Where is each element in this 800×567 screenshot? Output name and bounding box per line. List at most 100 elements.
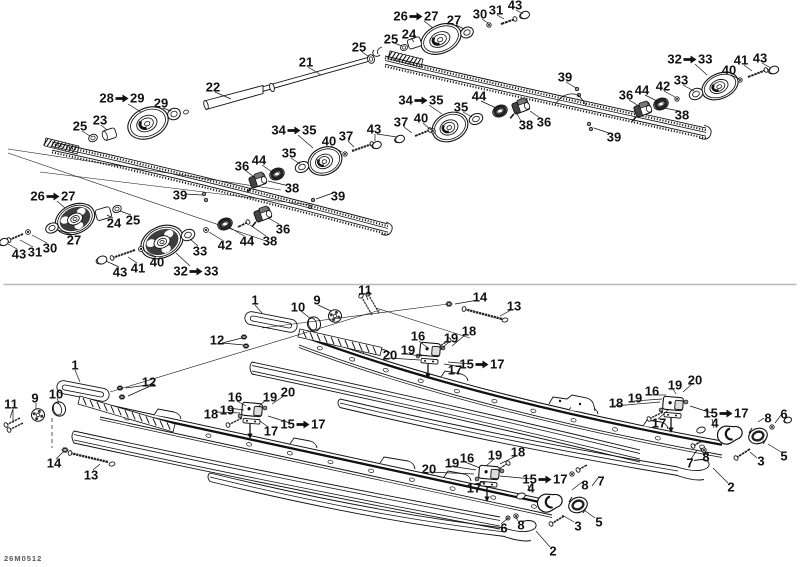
svg-text:33: 33: [204, 264, 218, 279]
svg-text:32: 32: [667, 52, 681, 67]
svg-text:25: 25: [384, 32, 398, 47]
svg-text:11: 11: [358, 283, 372, 298]
svg-text:7: 7: [686, 456, 693, 471]
svg-text:13: 13: [84, 468, 98, 483]
svg-text:18: 18: [511, 445, 525, 460]
svg-text:44: 44: [240, 234, 255, 249]
svg-text:40: 40: [414, 111, 428, 126]
svg-text:38: 38: [285, 181, 299, 196]
svg-text:27: 27: [67, 233, 81, 248]
svg-text:43: 43: [508, 0, 522, 13]
svg-text:12: 12: [142, 375, 156, 390]
svg-text:30: 30: [43, 241, 57, 256]
svg-text:17: 17: [490, 357, 504, 372]
svg-text:42: 42: [656, 79, 670, 94]
svg-text:20: 20: [422, 462, 436, 477]
svg-text:3: 3: [757, 454, 764, 469]
svg-text:18: 18: [609, 396, 623, 411]
svg-text:19: 19: [220, 403, 234, 418]
svg-text:6: 6: [780, 407, 787, 422]
svg-text:19: 19: [668, 378, 682, 393]
svg-text:31: 31: [28, 245, 42, 260]
svg-text:19: 19: [445, 456, 459, 471]
svg-text:38: 38: [519, 118, 533, 133]
svg-text:43: 43: [113, 265, 127, 280]
svg-text:27: 27: [424, 9, 438, 24]
svg-text:9: 9: [31, 391, 38, 406]
svg-text:19: 19: [628, 391, 642, 406]
svg-text:17: 17: [734, 406, 748, 421]
svg-text:15: 15: [280, 417, 294, 432]
svg-text:41: 41: [734, 53, 748, 68]
svg-text:35: 35: [454, 100, 468, 115]
svg-text:28: 28: [99, 91, 113, 106]
svg-text:31: 31: [489, 3, 503, 18]
svg-text:39: 39: [607, 130, 621, 145]
svg-text:22: 22: [206, 80, 220, 95]
svg-text:15: 15: [459, 357, 473, 372]
svg-text:40: 40: [722, 63, 736, 78]
svg-text:39: 39: [558, 70, 572, 85]
svg-text:10: 10: [49, 387, 63, 402]
svg-text:4: 4: [527, 481, 535, 496]
svg-text:36: 36: [235, 159, 249, 174]
svg-text:39: 39: [173, 188, 187, 203]
svg-text:17: 17: [311, 417, 325, 432]
svg-text:6: 6: [500, 521, 507, 536]
svg-text:23: 23: [93, 113, 107, 128]
svg-text:19: 19: [263, 390, 277, 405]
svg-text:40: 40: [150, 255, 164, 270]
svg-text:41: 41: [131, 261, 145, 276]
svg-text:35: 35: [429, 93, 443, 108]
svg-text:16: 16: [411, 329, 425, 344]
svg-text:2: 2: [727, 480, 734, 495]
svg-text:14: 14: [473, 290, 488, 305]
svg-text:43: 43: [367, 122, 381, 137]
svg-text:40: 40: [322, 134, 336, 149]
svg-text:34: 34: [398, 93, 413, 108]
svg-text:34: 34: [271, 123, 286, 138]
svg-text:27: 27: [61, 189, 75, 204]
svg-text:30: 30: [473, 7, 487, 22]
svg-text:29: 29: [154, 96, 168, 111]
svg-text:9: 9: [313, 293, 320, 308]
svg-text:24: 24: [107, 216, 122, 231]
svg-text:36: 36: [537, 115, 551, 130]
svg-text:21: 21: [299, 55, 313, 70]
svg-text:7: 7: [597, 474, 604, 489]
svg-text:16: 16: [228, 390, 242, 405]
svg-text:27: 27: [447, 13, 461, 28]
svg-text:24: 24: [402, 27, 417, 42]
svg-text:11: 11: [4, 397, 18, 412]
svg-text:33: 33: [674, 73, 688, 88]
svg-text:13: 13: [507, 299, 521, 314]
svg-text:1: 1: [251, 293, 258, 308]
svg-text:12: 12: [210, 333, 224, 348]
svg-text:33: 33: [698, 52, 712, 67]
svg-text:36: 36: [619, 88, 633, 103]
svg-text:17: 17: [264, 424, 278, 439]
svg-text:35: 35: [302, 123, 316, 138]
svg-text:4: 4: [711, 416, 719, 431]
svg-text:35: 35: [282, 146, 296, 161]
svg-text:17: 17: [467, 481, 481, 496]
svg-text:8: 8: [517, 518, 524, 533]
svg-text:8: 8: [764, 411, 771, 426]
svg-text:25: 25: [126, 213, 140, 228]
svg-text:5: 5: [780, 449, 787, 464]
svg-text:37: 37: [339, 129, 353, 144]
svg-text:26: 26: [30, 189, 44, 204]
svg-text:19: 19: [488, 448, 502, 463]
svg-text:26M0512: 26M0512: [4, 554, 42, 562]
svg-text:1: 1: [71, 358, 78, 373]
svg-text:39: 39: [331, 189, 345, 204]
svg-text:8: 8: [581, 478, 588, 493]
svg-text:16: 16: [645, 384, 659, 399]
svg-text:32: 32: [173, 264, 187, 279]
svg-text:10: 10: [291, 300, 305, 315]
svg-text:20: 20: [281, 385, 295, 400]
svg-text:43: 43: [753, 51, 767, 66]
svg-text:17: 17: [553, 472, 567, 487]
svg-text:18: 18: [204, 407, 218, 422]
svg-text:44: 44: [252, 153, 267, 168]
